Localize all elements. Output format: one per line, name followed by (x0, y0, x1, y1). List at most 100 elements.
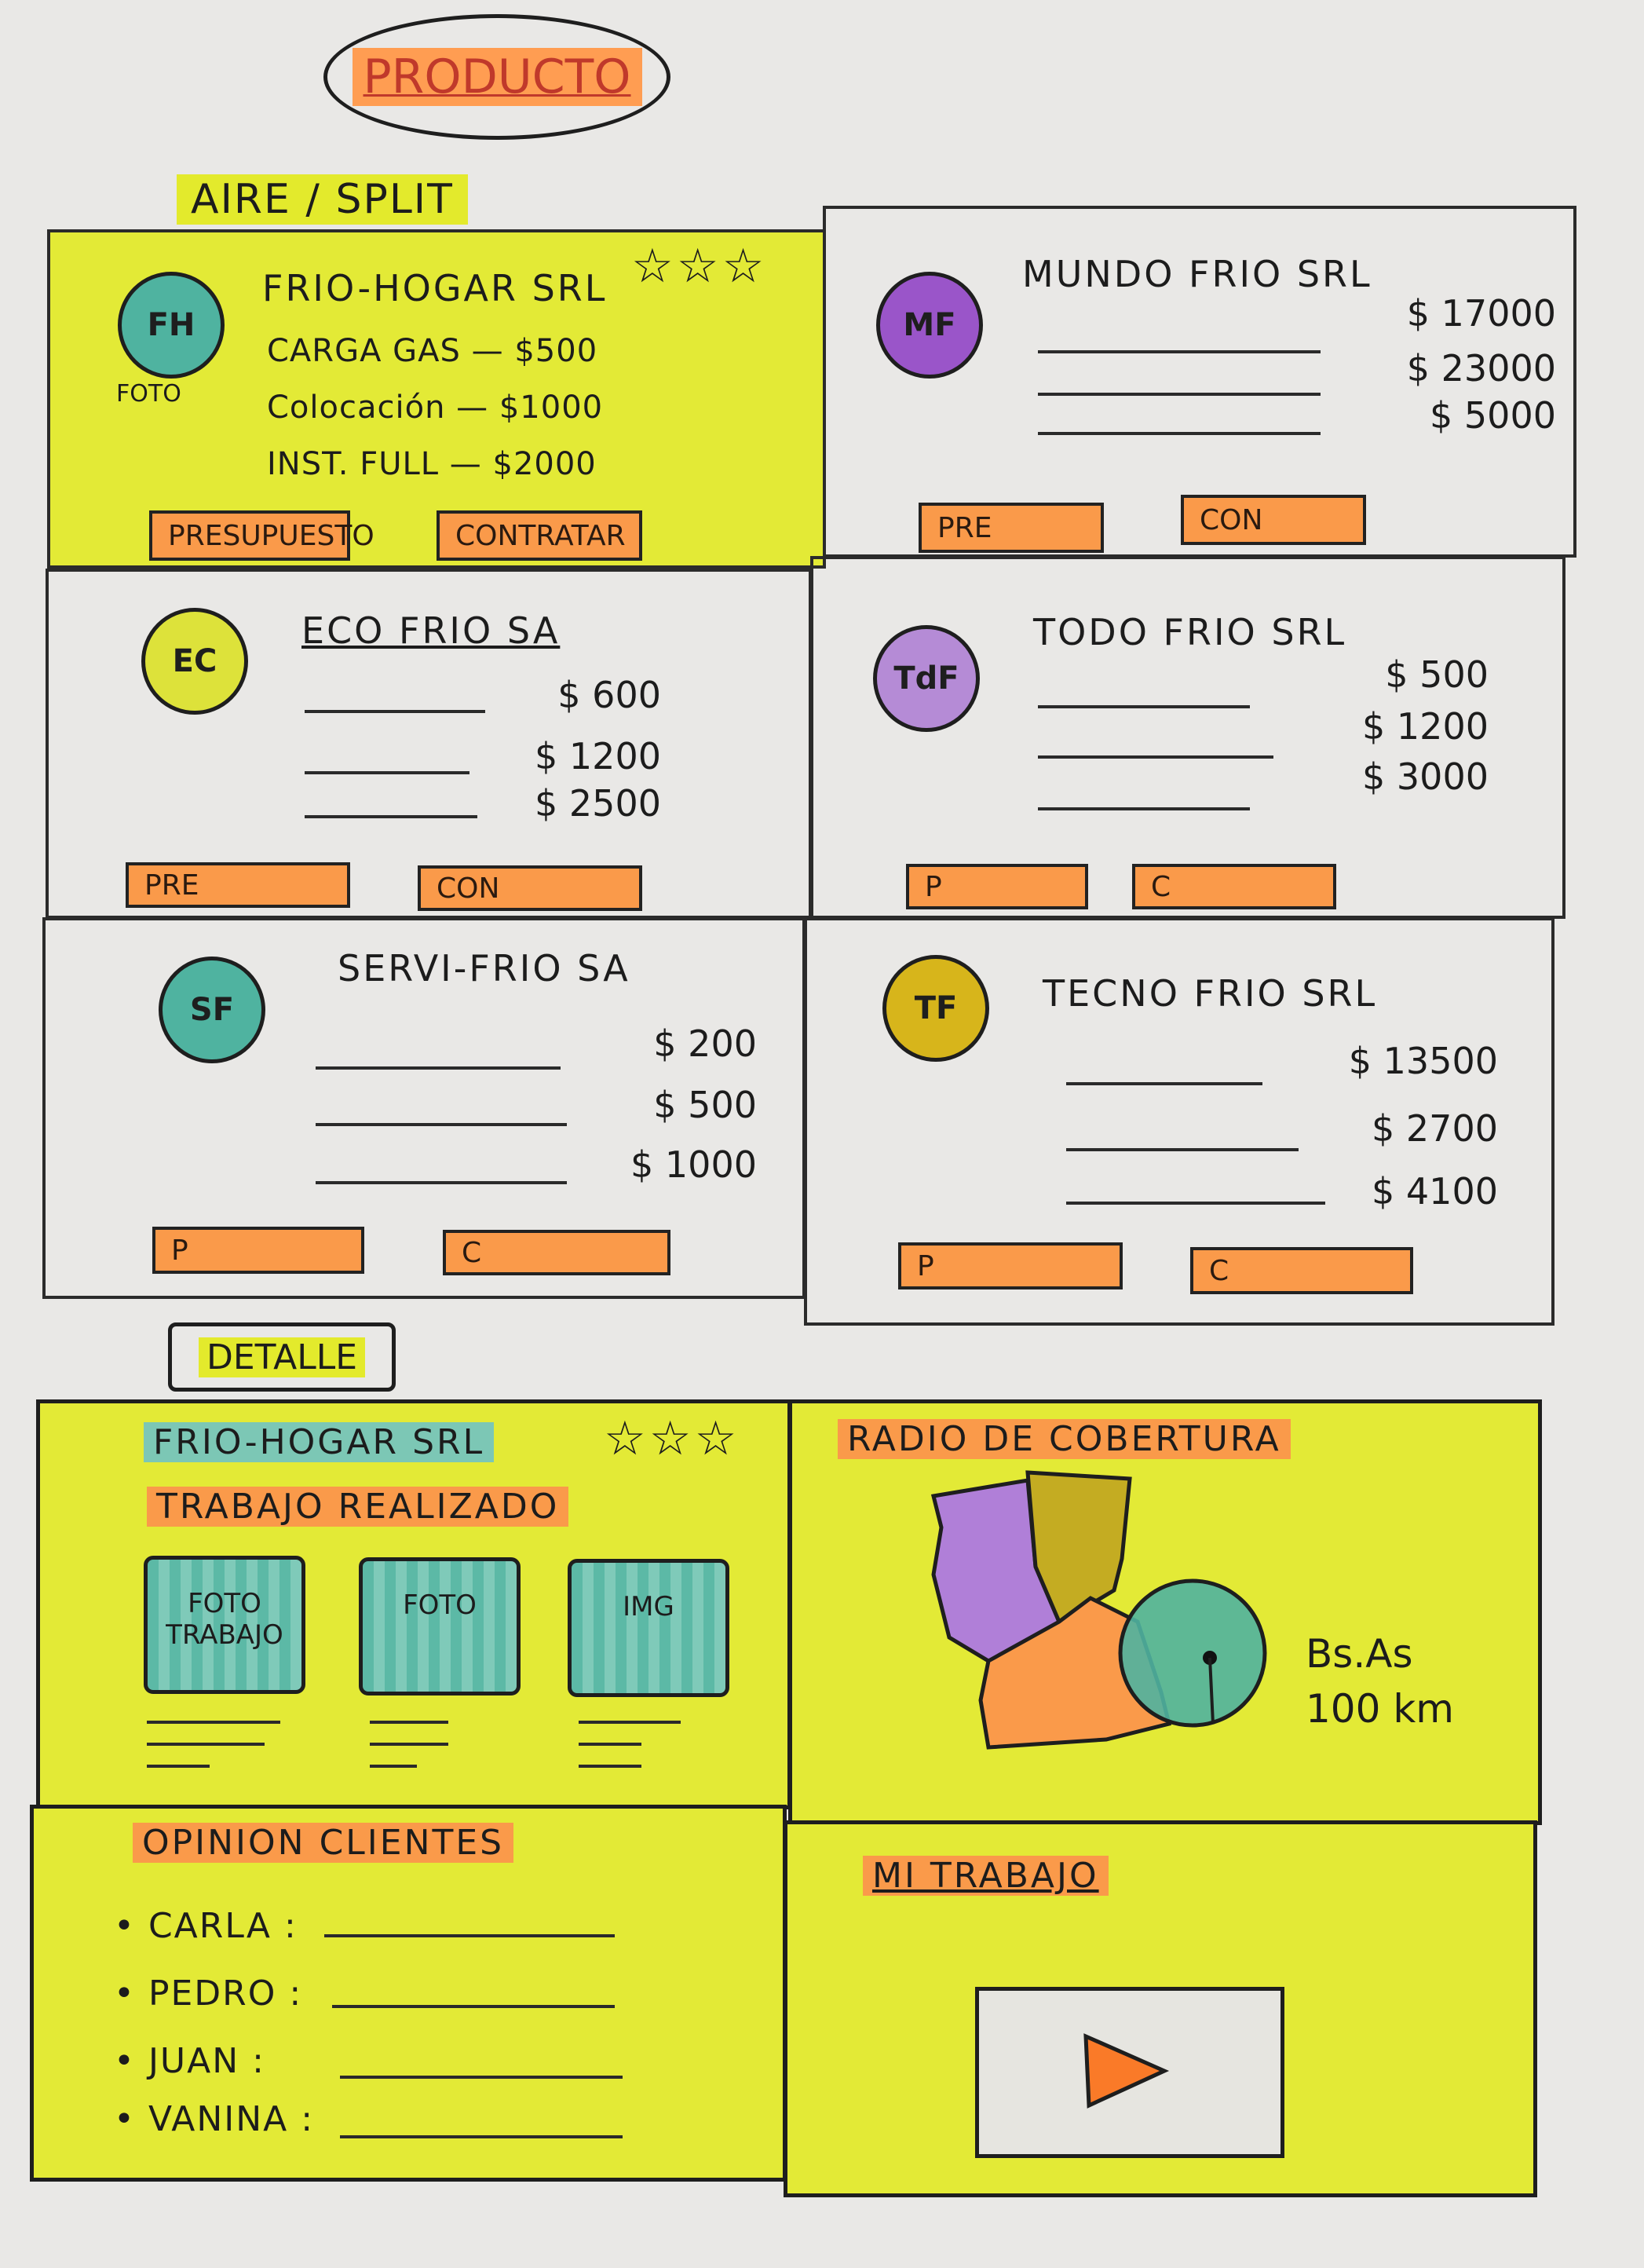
coverage-title: RADIO DE COBERTURA (838, 1419, 1291, 1459)
service-line (305, 771, 469, 774)
company-name: TODO FRIO SRL (1033, 611, 1347, 653)
page-title-oval: PRODUCTO (323, 14, 670, 140)
service-price: $ 23000 (1406, 347, 1556, 390)
page-title: PRODUCTO (352, 48, 642, 106)
service-line (305, 710, 485, 713)
service-line (1038, 350, 1321, 353)
company-name: SERVI-FRIO SA (338, 947, 630, 990)
company-avatar: EC (141, 608, 248, 715)
review-text-line (340, 2076, 623, 2079)
company-card-mundo-frio[interactable]: MF MUNDO FRIO SRL $ 17000 $ 23000 $ 5000… (823, 206, 1576, 558)
review-text-line (332, 2005, 615, 2008)
coverage-radius: 100 km (1306, 1686, 1454, 1732)
reviewer-name: • JUAN : (114, 2041, 265, 2081)
service-price: $ 2700 (1372, 1107, 1498, 1150)
service-price: $ 1200 (1362, 705, 1489, 748)
service-price: $ 3000 (1362, 755, 1489, 798)
contratar-button[interactable]: CONTRATAR (437, 510, 642, 561)
play-icon[interactable] (1073, 2027, 1175, 2113)
work-photo-thumb[interactable]: IMG (568, 1559, 729, 1697)
my-work-title: MI TRABAJO (863, 1856, 1109, 1896)
company-card-eco-frio[interactable]: EC ECO FRIO SA $ 600 $ 1200 $ 2500 PRE C… (46, 569, 812, 919)
service-line (316, 1181, 567, 1184)
presupuesto-button[interactable]: P (152, 1227, 364, 1274)
contratar-button[interactable]: C (1190, 1247, 1413, 1294)
reviewer-name: • VANINA : (114, 2099, 315, 2139)
company-avatar: MF (876, 272, 983, 379)
work-photo-thumb[interactable]: FOTO (359, 1557, 521, 1696)
coverage-map[interactable] (902, 1465, 1310, 1794)
company-card-tecno-frio[interactable]: TF TECNO FRIO SRL $ 13500 $ 2700 $ 4100 … (804, 917, 1554, 1326)
company-card-todo-frio[interactable]: TdF TODO FRIO SRL $ 500 $ 1200 $ 3000 P … (810, 556, 1565, 919)
reviewer-name: • PEDRO : (114, 1974, 303, 2014)
service-line (1038, 432, 1321, 435)
caption-line (579, 1721, 681, 1724)
company-avatar: SF (159, 957, 265, 1063)
service-price: $ 17000 (1406, 292, 1556, 335)
company-name: ECO FRIO SA (301, 609, 561, 652)
service-price: $ 500 (1385, 653, 1489, 696)
client-reviews-panel: OPINION CLIENTES • CARLA : • PEDRO : • J… (30, 1805, 787, 2182)
photo-label: FOTO (116, 380, 181, 408)
service-line (1066, 1082, 1262, 1085)
service-price: $ 500 (653, 1084, 757, 1126)
contratar-button[interactable]: C (443, 1230, 670, 1275)
service-line (316, 1123, 567, 1126)
company-avatar: TdF (873, 625, 980, 732)
review-text-line (340, 2135, 623, 2138)
reviewer-name: • CARLA : (114, 1906, 298, 1946)
service-price: $ 200 (653, 1022, 757, 1065)
caption-line (370, 1765, 417, 1768)
service-price: $ 2500 (535, 782, 661, 825)
detail-company-name: FRIO-HOGAR SRL (144, 1422, 495, 1462)
service-line (305, 815, 477, 818)
presupuesto-button[interactable]: P (898, 1242, 1123, 1289)
caption-line (370, 1743, 448, 1746)
service-line (1066, 1148, 1299, 1151)
service-line (316, 1066, 561, 1070)
caption-line (579, 1765, 641, 1768)
contratar-button[interactable]: CON (418, 865, 642, 911)
contratar-button[interactable]: C (1132, 864, 1336, 909)
company-card-servi-frio[interactable]: SF SERVI-FRIO SA $ 200 $ 500 $ 1000 P C (42, 917, 806, 1299)
service-price: $ 13500 (1348, 1040, 1498, 1082)
work-done-title: TRABAJO REALIZADO (147, 1487, 569, 1527)
presupuesto-button[interactable]: PRE (126, 862, 350, 908)
coverage-radius-circle (1118, 1578, 1267, 1728)
service-price: $ 1000 (630, 1143, 757, 1186)
company-avatar: TF (882, 955, 989, 1062)
presupuesto-button[interactable]: P (906, 864, 1088, 909)
coverage-panel: RADIO DE COBERTURA Bs.As 100 km (788, 1399, 1542, 1825)
service-price-2: Colocación — $1000 (267, 390, 604, 426)
presupuesto-button[interactable]: PRESUPUESTO (149, 510, 374, 561)
caption-line (147, 1721, 280, 1724)
company-card-frio-hogar[interactable]: FH FOTO FRIO-HOGAR SRL ☆☆☆ CARGA GAS — $… (47, 229, 826, 569)
service-line (1038, 705, 1250, 708)
company-name: TECNO FRIO SRL (1043, 972, 1378, 1015)
category-label: AIRE / SPLIT (177, 174, 468, 225)
service-line (1038, 393, 1321, 396)
caption-line (579, 1743, 641, 1746)
caption-line (147, 1765, 210, 1768)
service-price: $ 1200 (535, 735, 661, 777)
service-line (1038, 807, 1250, 810)
service-price: $ 600 (557, 674, 661, 716)
detail-star-rating: ☆☆☆ (604, 1411, 740, 1466)
caption-line (370, 1721, 448, 1724)
service-price: $ 4100 (1372, 1170, 1498, 1213)
company-name: FRIO-HOGAR SRL (262, 267, 608, 309)
coverage-city: Bs.As (1306, 1631, 1413, 1677)
detail-company-panel: FRIO-HOGAR SRL ☆☆☆ TRABAJO REALIZADO FOT… (36, 1399, 791, 1809)
presupuesto-button[interactable]: PRE (919, 503, 1104, 553)
video-player[interactable] (975, 1987, 1284, 2158)
star-rating: ☆☆☆ (631, 239, 768, 294)
contratar-button[interactable]: CON (1181, 495, 1366, 545)
caption-line (147, 1743, 265, 1746)
service-line (1038, 755, 1273, 759)
work-photo-thumb[interactable]: FOTO TRABAJO (144, 1556, 305, 1694)
service-price: $ 5000 (1430, 394, 1556, 437)
service-price-1: CARGA GAS — $500 (267, 333, 598, 369)
detail-section-label: DETALLE (168, 1322, 396, 1392)
review-text-line (324, 1934, 615, 1937)
service-line (1066, 1202, 1325, 1205)
